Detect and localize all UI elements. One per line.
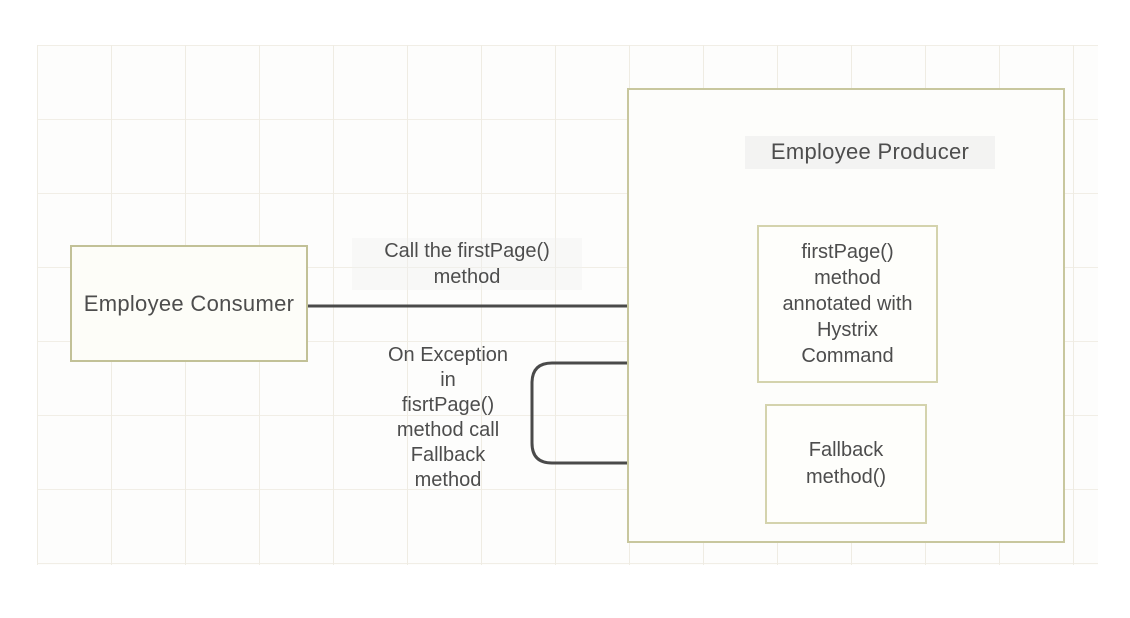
on-exception-label-line: On Exception [387,344,509,366]
on-exception-label: On Exception in fisrtPage() method call … [370,343,526,493]
firstpage-box-line: firstPage() [801,241,894,263]
firstpage-box-line: Hystrix [816,319,879,341]
firstpage-box-line: annotated with [782,293,913,315]
employee-consumer-label: Employee Consumer [83,290,295,316]
firstpage-box-line: Command [801,345,894,367]
firstpage-method-box: firstPage() method annotated with Hystri… [757,225,938,383]
on-exception-label-line: method [414,469,482,491]
fallback-box-line: Fallback [808,439,884,461]
call-method-label-line: method [433,266,501,288]
fallback-box-line: method() [805,466,887,488]
firstpage-box-line: method [814,267,881,289]
employee-consumer-box: Employee Consumer [70,245,308,362]
on-exception-label-line: fisrtPage() [401,394,495,416]
on-exception-label-line: method call [396,419,500,441]
call-method-label: Call the firstPage() method [352,238,582,290]
fallback-method-box: Fallback method() [765,404,927,524]
on-exception-label-line: in [440,369,456,391]
on-exception-label-line: Fallback [410,444,486,466]
employee-producer-label: Employee Producer [745,136,995,169]
call-method-label-line: Call the firstPage() [384,240,550,262]
